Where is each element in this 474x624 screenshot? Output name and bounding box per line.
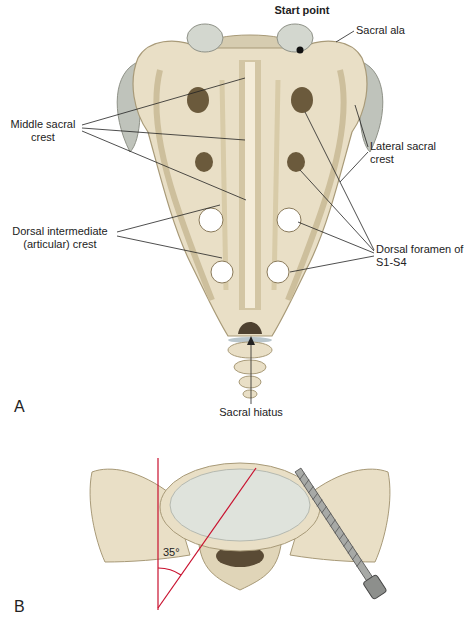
foramen [199, 208, 223, 232]
screw [291, 466, 387, 600]
angle-label: 35° [163, 546, 191, 559]
start-point-dot [297, 47, 304, 54]
median-crest [245, 62, 255, 308]
sacral-hiatus [238, 322, 262, 334]
part-label: Dorsal foramen of S1-S4 [376, 243, 470, 269]
intermediate-crest [222, 80, 226, 290]
articular-facet [187, 24, 223, 52]
part-label: Lateral sacral crest [370, 140, 452, 166]
articular-facet [277, 24, 313, 52]
foramen [291, 87, 313, 113]
leader-lines [82, 31, 374, 404]
start-point-label: Start point [262, 4, 342, 17]
median-crest [239, 60, 261, 310]
panel-letter: B [14, 598, 34, 616]
foramen [277, 208, 301, 232]
angle-lines [158, 458, 256, 610]
coccyx [234, 360, 266, 374]
foramen [187, 87, 209, 113]
part-label: Middle sacral crest [4, 118, 82, 144]
coccyx [243, 390, 257, 398]
foramen [267, 261, 289, 283]
panel-letter: A [14, 398, 34, 416]
vertebral-body [160, 463, 320, 551]
foramen [211, 261, 233, 283]
lateral-crest-shade [288, 70, 344, 300]
end-plate [170, 469, 310, 541]
part-label: Sacral ala [356, 24, 446, 37]
arrowhead [247, 336, 255, 345]
part-label: Sacral hiatus [211, 406, 291, 419]
part-label: Dorsal intermediate (articular) crest [4, 225, 116, 251]
lateral-crest-shade [156, 70, 212, 300]
sacrum-body [133, 41, 367, 336]
intermediate-crest [274, 80, 278, 290]
foramen [195, 152, 213, 172]
foramen [287, 152, 305, 172]
coccyx [239, 376, 261, 388]
